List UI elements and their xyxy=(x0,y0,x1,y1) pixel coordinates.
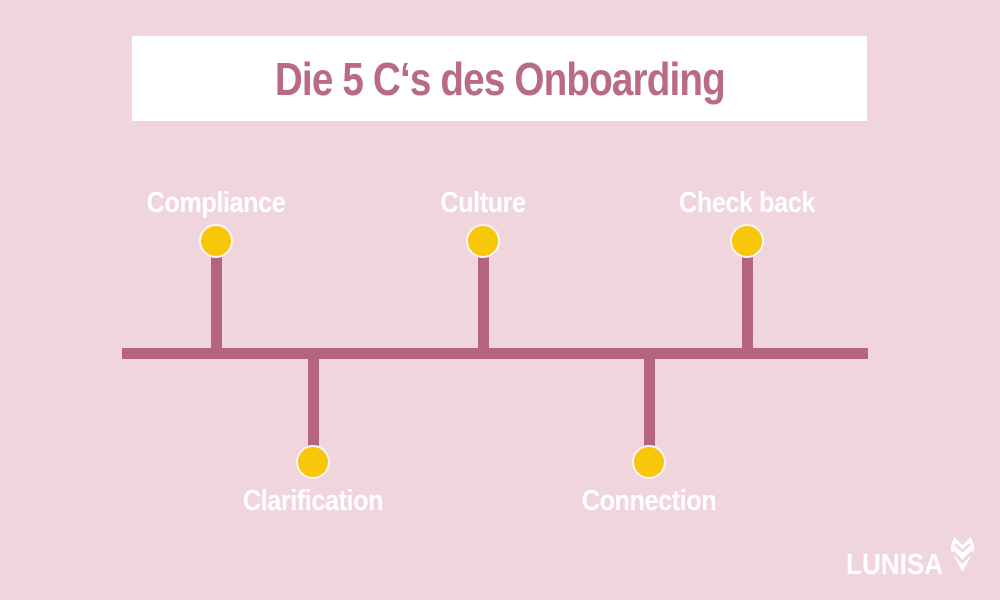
timeline-stem xyxy=(211,238,222,353)
timeline-stem xyxy=(644,352,655,464)
timeline-dot xyxy=(730,224,764,258)
page-title: Die 5 C‘s des Onboarding xyxy=(274,52,725,105)
timeline-dot xyxy=(296,445,330,479)
timeline-dot xyxy=(199,224,233,258)
timeline-stem xyxy=(478,238,489,353)
timeline-item-label: Culture xyxy=(440,187,526,219)
timeline-item-label: Clarification xyxy=(242,485,384,517)
timeline-item-label: Check back xyxy=(679,187,815,219)
brand-logo: LUNISA xyxy=(846,536,978,582)
timeline-dot xyxy=(632,445,666,479)
timeline-item-label: Compliance xyxy=(146,187,286,219)
heart-icon xyxy=(951,537,974,572)
timeline-stem xyxy=(742,238,753,353)
title-banner: Die 5 C‘s des Onboarding xyxy=(132,36,867,121)
timeline-stem xyxy=(308,352,319,464)
timeline-axis xyxy=(122,348,868,359)
timeline-dot xyxy=(466,224,500,258)
timeline-item-label: Connection xyxy=(581,485,717,517)
brand-logo-text: LUNISA xyxy=(846,549,944,581)
